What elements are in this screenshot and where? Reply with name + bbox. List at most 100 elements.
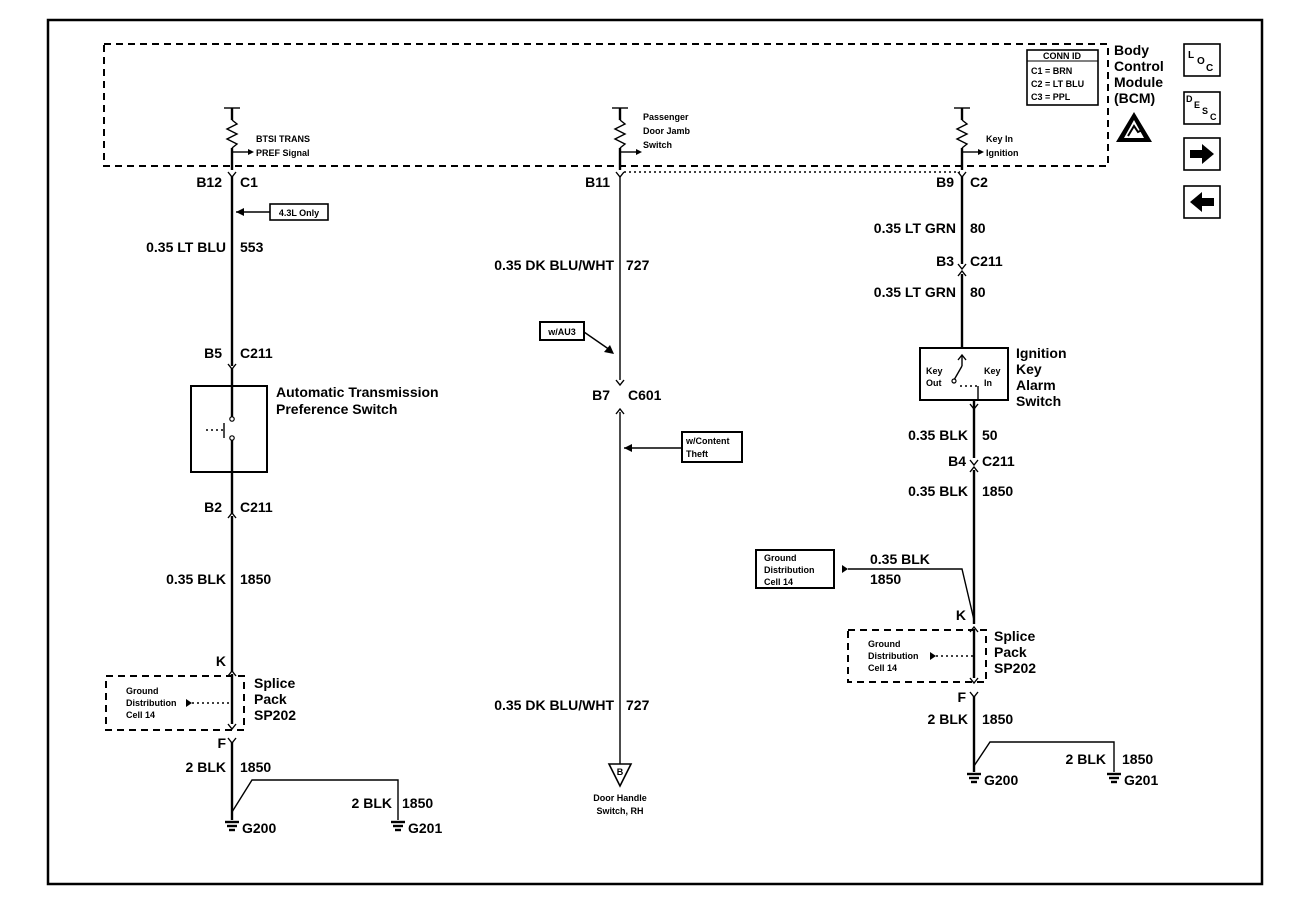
- middle-circuit: Passenger Door Jamb Switch B11 0.35 DK B…: [494, 107, 960, 816]
- svg-text:Cell 14: Cell 14: [126, 710, 155, 720]
- svg-text:Module: Module: [1114, 74, 1163, 90]
- right-conn-c211-a: C211: [970, 253, 1003, 269]
- svg-text:O: O: [1197, 56, 1205, 67]
- left-splice-label-2: Pack: [254, 691, 287, 707]
- left-wire-g201-number: 1850: [402, 795, 433, 811]
- conn-id-c3: C3 = PPL: [1031, 92, 1071, 102]
- right-pin-b3: B3: [936, 253, 954, 269]
- left-circuit: BTSI TRANS PREF Signal B12 C1 4.3L Only …: [105, 107, 442, 836]
- left-splice-label-1: Splice: [254, 675, 295, 691]
- ignition-switch-label-2: Key: [1016, 361, 1042, 377]
- left-wire-g201-color: 2 BLK: [352, 795, 392, 811]
- svg-text:B: B: [617, 767, 624, 777]
- page-frame: [46, 18, 1264, 886]
- svg-text:Cell 14: Cell 14: [868, 663, 897, 673]
- left-wire-2blk-color: 2 BLK: [186, 759, 226, 775]
- right-splice-label-1: Splice: [994, 628, 1035, 644]
- left-pin-b2: B2: [204, 499, 222, 515]
- conn-id-c2: C2 = LT BLU: [1031, 79, 1084, 89]
- right-wire-g201-color: 2 BLK: [1066, 751, 1106, 767]
- right-wire-g201-number: 1850: [1122, 751, 1153, 767]
- svg-text:S: S: [1202, 106, 1208, 116]
- right-ground-g200: G200: [984, 772, 1018, 788]
- key-in-label-1: Key In: [986, 134, 1013, 144]
- right-splice-k: K: [956, 607, 966, 623]
- tag-4-3l-only: 4.3L Only: [279, 208, 319, 218]
- right-circuit: Key In Ignition B9 C2 0.35 LT GRN 80 B3 …: [755, 107, 1158, 788]
- ignition-switch-label-4: Switch: [1016, 393, 1061, 409]
- wire-727-number: 727: [626, 257, 650, 273]
- right-wire-2blk-color: 2 BLK: [928, 711, 968, 727]
- arrow-left-icon: [1190, 192, 1214, 212]
- svg-text:Key: Key: [984, 366, 1001, 376]
- loc-button[interactable]: L O C: [1183, 43, 1221, 77]
- prev-page-button[interactable]: [1183, 185, 1221, 219]
- svg-text:Out: Out: [926, 378, 942, 388]
- ground-icon: [225, 820, 239, 832]
- left-splice-label-3: SP202: [254, 707, 296, 723]
- desc-button[interactable]: D E S C: [1183, 91, 1221, 125]
- gd-tag-2: Distribution: [764, 565, 815, 575]
- svg-text:Distribution: Distribution: [126, 698, 177, 708]
- conn-id-title: CONN ID: [1043, 51, 1082, 61]
- svg-text:Control: Control: [1114, 58, 1164, 74]
- ref-triangle-b: [607, 763, 633, 788]
- svg-text:(BCM): (BCM): [1114, 90, 1155, 106]
- left-conn-c211-b: C211: [240, 499, 273, 515]
- left-ground-g201: G201: [408, 820, 442, 836]
- ignition-key-alarm-switch: [919, 347, 1009, 401]
- svg-text:Ground: Ground: [868, 639, 901, 649]
- left-splice-f: F: [217, 735, 226, 751]
- mid-conn-c601: C601: [628, 387, 662, 403]
- wire-727b-number: 727: [626, 697, 650, 713]
- left-conn-c211-a: C211: [240, 345, 273, 361]
- wire-727b-color: 0.35 DK BLU/WHT: [494, 697, 614, 713]
- mid-pin-b11: B11: [585, 174, 610, 190]
- right-conn-c211-b: C211: [982, 453, 1015, 469]
- svg-text:In: In: [984, 378, 992, 388]
- left-wire-2blk-number: 1850: [240, 759, 271, 775]
- conn-id-c1: C1 = BRN: [1031, 66, 1072, 76]
- left-splice-k: K: [216, 653, 226, 669]
- wire-1850r-color: 0.35 BLK: [908, 483, 968, 499]
- wire-553-number: 553: [240, 239, 264, 255]
- tag-content-theft-2: Theft: [686, 449, 708, 459]
- svg-text:Body: Body: [1114, 42, 1149, 58]
- arrow-right-icon: [1190, 144, 1214, 164]
- wire-1850-color: 0.35 BLK: [166, 571, 226, 587]
- svg-text:C: C: [1206, 63, 1213, 74]
- mid-pin-b7: B7: [592, 387, 610, 403]
- gd-tag-1: Ground: [764, 553, 797, 563]
- svg-text:C: C: [1210, 112, 1217, 122]
- conn-id-box: CONN ID C1 = BRN C2 = LT BLU C3 = PPL: [1026, 49, 1099, 106]
- left-ground-g200: G200: [242, 820, 276, 836]
- right-splice-f: F: [957, 689, 966, 705]
- next-page-button[interactable]: [1183, 137, 1221, 171]
- wire-50-color: 0.35 BLK: [908, 427, 968, 443]
- btsi-label-2: PREF Signal: [256, 148, 310, 158]
- wire-80b-color: 0.35 LT GRN: [874, 284, 956, 300]
- right-pin-b4: B4: [948, 453, 966, 469]
- left-conn-c1: C1: [240, 174, 258, 190]
- right-wire-2blk-number: 1850: [982, 711, 1013, 727]
- ignition-switch-label-3: Alarm: [1016, 377, 1056, 393]
- right-ground-g201: G201: [1124, 772, 1158, 788]
- key-in-label-2: Ignition: [986, 148, 1019, 158]
- passenger-door-label-2: Door Jamb: [643, 126, 691, 136]
- svg-text:L: L: [1188, 50, 1194, 61]
- svg-text:Ground: Ground: [126, 686, 159, 696]
- left-pin-b5: B5: [204, 345, 222, 361]
- tag-w-au3: w/AU3: [547, 327, 576, 337]
- svg-text:Distribution: Distribution: [868, 651, 919, 661]
- right-splice-label-3: SP202: [994, 660, 1036, 676]
- svg-text:Key: Key: [926, 366, 943, 376]
- btsi-label-1: BTSI TRANS: [256, 134, 310, 144]
- right-conn-c2: C2: [970, 174, 988, 190]
- wire-80-color: 0.35 LT GRN: [874, 220, 956, 236]
- ground-icon: [391, 820, 405, 832]
- right-splice-pack-box: [847, 629, 987, 683]
- wire-553-color: 0.35 LT BLU: [146, 239, 226, 255]
- passenger-door-label-1: Passenger: [643, 112, 689, 122]
